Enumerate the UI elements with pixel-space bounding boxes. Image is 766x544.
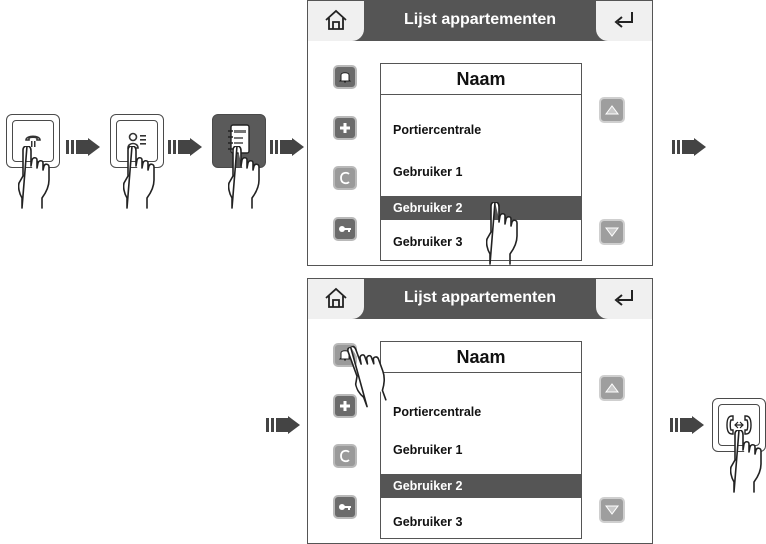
bell-icon xyxy=(338,350,352,361)
contacts-key[interactable] xyxy=(110,114,164,168)
key-button[interactable] xyxy=(333,217,357,241)
key-button[interactable] xyxy=(333,495,357,519)
hand-pointer-icon xyxy=(486,202,518,265)
home-icon xyxy=(325,9,347,30)
next-step-arrow-icon xyxy=(270,138,304,156)
triangle-down-icon xyxy=(605,227,619,237)
list-item[interactable]: Gebruiker 1 xyxy=(393,165,463,179)
screen-apartment-list-top: Lijst appartementen Naam Portiercentrale… xyxy=(307,0,653,266)
return-icon xyxy=(614,290,633,306)
screen-title: Lijst appartementen xyxy=(403,289,557,306)
return-icon xyxy=(614,12,633,28)
home-button[interactable] xyxy=(308,1,364,41)
contacts-icon xyxy=(127,132,146,149)
c-icon xyxy=(340,449,350,463)
list-item-selected[interactable]: Gebruiker 2 xyxy=(381,474,581,498)
list-item[interactable]: Gebruiker 3 xyxy=(393,235,463,249)
home-button[interactable] xyxy=(308,279,364,319)
list-item[interactable]: Gebruiker 3 xyxy=(393,515,463,529)
next-step-arrow-icon xyxy=(670,416,704,434)
triangle-up-icon xyxy=(605,383,619,393)
key-icon xyxy=(339,226,351,232)
list-item[interactable]: Gebruiker 1 xyxy=(393,443,463,457)
call-connect-icon xyxy=(726,415,752,435)
list-header: Naam xyxy=(456,69,506,89)
c-icon xyxy=(340,171,350,185)
next-step-arrow-icon xyxy=(266,416,300,434)
add-button[interactable] xyxy=(333,394,357,418)
next-step-arrow-icon xyxy=(168,138,202,156)
scroll-up-button[interactable] xyxy=(599,375,625,401)
triangle-down-icon xyxy=(605,505,619,515)
plus-icon xyxy=(340,123,350,133)
next-step-arrow-icon xyxy=(672,138,706,156)
add-button[interactable] xyxy=(333,116,357,140)
title-bar xyxy=(308,279,652,319)
hand-pointer-icon xyxy=(123,146,155,209)
home-icon xyxy=(325,287,347,308)
next-step-arrow-icon xyxy=(66,138,100,156)
list-header: Naam xyxy=(456,347,506,367)
divider xyxy=(381,94,581,95)
screen-apartment-list-bottom: Lijst appartementen Naam Portiercentrale… xyxy=(307,278,653,544)
apartment-list: Naam Portiercentrale Gebruiker 1 Gebruik… xyxy=(380,341,582,539)
title-bar xyxy=(308,1,652,41)
list-item-selected[interactable]: Gebruiker 2 xyxy=(381,196,581,220)
hand-pointer-icon xyxy=(18,146,50,209)
list-item[interactable]: Portiercentrale xyxy=(393,405,482,419)
scroll-down-button[interactable] xyxy=(599,219,625,245)
plus-icon xyxy=(340,401,350,411)
clear-button[interactable] xyxy=(333,444,357,468)
list-item[interactable]: Portiercentrale xyxy=(393,123,482,137)
bell-icon xyxy=(338,72,352,83)
screen-title: Lijst appartementen xyxy=(403,11,557,28)
scroll-down-button[interactable] xyxy=(599,497,625,523)
scroll-up-button[interactable] xyxy=(599,97,625,123)
address-book-key[interactable] xyxy=(212,114,266,168)
hand-pointer-icon xyxy=(228,146,260,209)
clear-button[interactable] xyxy=(333,166,357,190)
key-icon xyxy=(339,504,351,510)
apartment-list: Naam Portiercentrale Gebruiker 1 Gebruik… xyxy=(380,63,582,261)
back-button[interactable] xyxy=(596,279,652,319)
hand-pointer-icon xyxy=(730,430,762,493)
handset-icon xyxy=(25,135,41,147)
triangle-up-icon xyxy=(605,105,619,115)
back-button[interactable] xyxy=(596,1,652,41)
bell-button[interactable] xyxy=(333,65,357,89)
divider xyxy=(381,372,581,373)
